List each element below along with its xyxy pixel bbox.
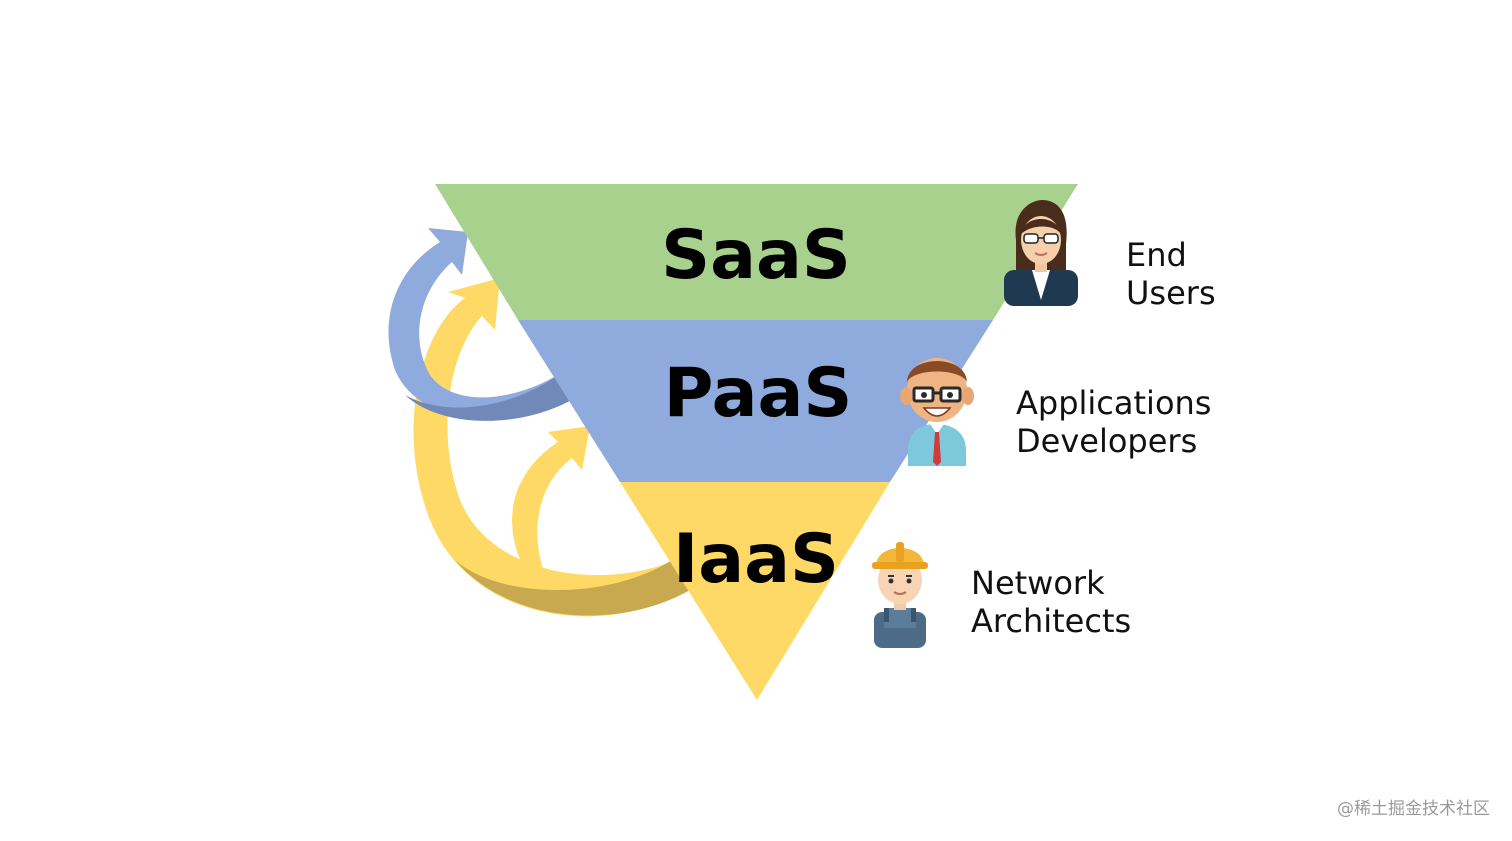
pyramid <box>435 184 1078 700</box>
role-label-line-1: Applications <box>1016 384 1212 422</box>
saas-band <box>435 184 1078 320</box>
construction-worker-icon <box>872 542 928 648</box>
yellow-arrow-large-shadow <box>455 560 690 616</box>
paas-label: PaaS <box>664 354 853 433</box>
role-label-network-architects: Network Architects <box>971 564 1131 640</box>
iaas-label: IaaS <box>673 520 839 599</box>
saas-label: SaaS <box>661 216 851 295</box>
developer-icon <box>900 358 974 466</box>
role-label-line-2: Architects <box>971 602 1132 640</box>
role-label-line-1: End <box>1126 236 1187 274</box>
paas-band <box>518 320 993 482</box>
role-label-line-1: Network <box>971 564 1105 602</box>
role-label-end-users: End Users <box>1126 236 1216 312</box>
businesswoman-icon <box>1004 200 1078 306</box>
curved-arrows <box>388 228 690 617</box>
blue-arrow-icon <box>388 228 575 420</box>
blue-arrow-shadow <box>405 372 575 421</box>
role-label-applications-developers: Applications Developers <box>1016 384 1211 460</box>
iaas-band <box>620 482 890 700</box>
watermark: @稀土掘金技术社区 <box>1337 799 1490 819</box>
role-label-line-2: Users <box>1126 274 1216 312</box>
yellow-arrow-small-icon <box>512 426 590 580</box>
role-label-line-2: Developers <box>1016 422 1198 460</box>
